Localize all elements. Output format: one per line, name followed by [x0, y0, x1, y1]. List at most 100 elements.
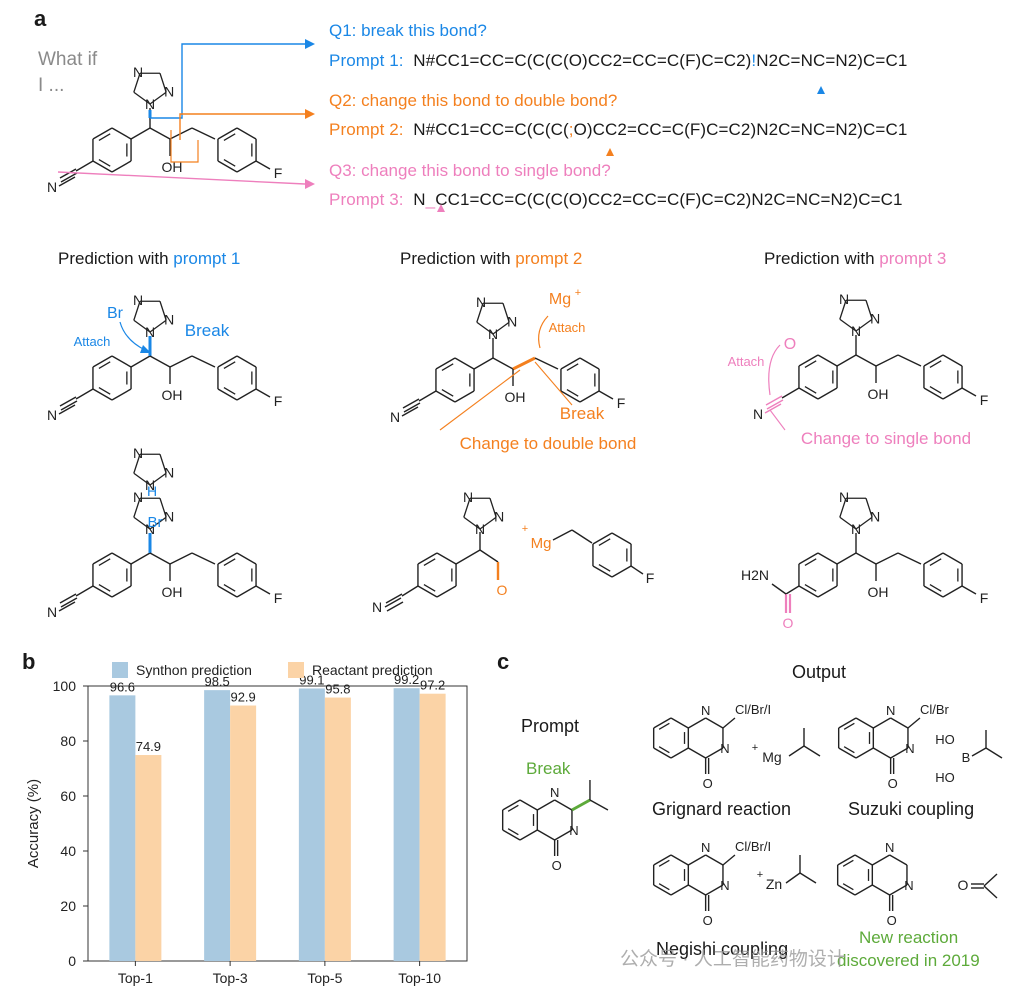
prediction-2-molecule-phenyl-b-edge	[560, 357, 581, 370]
prediction-2-molecule-triazole-n2: N	[476, 294, 486, 310]
prediction-1-molecule-triazole-edge	[133, 319, 151, 333]
prediction-1-molecule-triazole-edge	[133, 301, 141, 321]
y-tick-label: 20	[60, 898, 76, 914]
bar-value-label: 95.8	[325, 682, 350, 697]
panel-label-b: b	[22, 649, 36, 674]
watermark: 公众号 · 人工智能药物设计	[620, 949, 846, 970]
prediction-3-fragment-triazole-edge	[839, 498, 847, 518]
bar-value-label: 99.1	[299, 672, 324, 687]
c-f	[255, 160, 271, 170]
ch2-ring	[191, 552, 216, 565]
nitrile-n: N	[47, 407, 57, 423]
y-tick-label: 80	[60, 733, 76, 749]
prediction-3-molecule-phenyl-b-edge	[942, 354, 963, 367]
nitrile-triple	[402, 398, 420, 409]
prediction-2-molecule-phenyl-a-edge	[454, 357, 475, 370]
prediction-3-fragment-phenyl-a-edge	[798, 585, 819, 598]
amide-o: O	[783, 615, 794, 631]
prediction-prefix-3: Prediction with	[764, 249, 875, 268]
nitrile-triple	[60, 172, 78, 183]
bar-synthon	[109, 695, 136, 961]
prediction-3-fragment-phenyl-b-edge	[942, 552, 963, 565]
prediction-1-fragment-phenyl-a-inner	[98, 584, 111, 592]
nitrile-triple	[59, 168, 77, 179]
break-label-c: Break	[526, 759, 571, 778]
frag2-nitrile-t	[386, 601, 404, 612]
prompt-quinazolinone-o: O	[552, 858, 562, 873]
prompt-quinazolinone-benzo-inner	[507, 804, 519, 812]
y-axis-label: Accuracy (%)	[25, 779, 42, 868]
question-molecule-phenyl-b-inner	[223, 133, 236, 141]
prediction-1-molecule-phenyl-b-edge	[217, 388, 238, 401]
amide-nh2: H2N	[741, 567, 769, 583]
frag2-ch-cho	[479, 549, 499, 563]
question-molecule-phenyl-a-edge	[111, 160, 132, 173]
prediction-2-molecule-triazole-n4: N	[507, 313, 517, 329]
new-reaction-quinazolinone-n1: N	[885, 840, 894, 855]
grignard-quinazolinone-pyrimidine	[705, 717, 724, 729]
ring-ch	[473, 357, 494, 370]
suzuki-quinazolinone-benzo-edge	[838, 747, 857, 759]
prediction-1-molecule-phenyl-b-inner	[223, 387, 236, 395]
fragment-bromine: Br	[148, 514, 163, 531]
free-triazole-ring-edge	[133, 472, 151, 486]
prediction-3-molecule-phenyl-a-edge	[817, 354, 838, 367]
prediction-3-fragment-phenyl-b-inner	[929, 584, 942, 592]
question-molecule-triazole-edge	[133, 73, 141, 93]
frag2-fluoro-ring-edge	[592, 532, 613, 545]
nitrile-triple	[766, 399, 784, 410]
suzuki-ho2: HO	[935, 770, 955, 785]
prediction-2-molecule-phenyl-a-inner	[441, 389, 454, 397]
suzuki-quinazolinone-pyrimidine	[872, 747, 891, 759]
single-leader	[769, 409, 786, 431]
prompt-quinazolinone-benzo-inner	[507, 828, 519, 836]
prediction-3-molecule-triazole-n4: N	[870, 310, 880, 326]
nitrile-n: N	[753, 406, 763, 422]
c-f	[961, 387, 977, 397]
prediction-1-fragment-phenyl-b-edge	[236, 552, 257, 565]
prediction-3-fragment-phenyl-b-edge	[923, 552, 944, 565]
prediction-1-fragment-triazole-n2: N	[133, 489, 143, 505]
negishi-quinazolinone-o: O	[703, 913, 713, 928]
grignard-halogen: Cl/Br/I	[735, 702, 771, 717]
prediction-1-fragment-phenyl-b-inner	[223, 584, 236, 592]
ch-choh	[149, 127, 171, 140]
frag2-fluoro-ring-edge	[592, 565, 613, 578]
prediction-prompt-2: prompt 2	[515, 249, 583, 268]
prompt-2-label: Prompt 2:	[329, 120, 404, 139]
hydroxyl: OH	[505, 389, 526, 405]
ch2-ring	[534, 357, 559, 370]
ring-ch	[130, 552, 151, 565]
box-q2	[170, 130, 199, 163]
amide-bond	[785, 585, 800, 595]
legend-swatch	[112, 662, 128, 678]
prompt-3-smiles-a: N	[413, 190, 426, 209]
prediction-2-molecule-phenyl-a-inner	[441, 363, 454, 371]
change-single-label: Change to single bond	[801, 429, 971, 448]
prediction-3-fragment-phenyl-b-inner	[929, 558, 942, 566]
hydroxyl: OH	[162, 387, 183, 403]
suzuki-quinazolinone-benzo-edge	[855, 717, 874, 729]
break-bond-c	[571, 798, 591, 812]
attach-arrow-2	[538, 315, 549, 349]
question-molecule-triazole-n2: N	[133, 64, 143, 80]
prediction-3-molecule-phenyl-a-inner	[804, 360, 817, 368]
question-molecule-triazole-n1: N	[145, 96, 155, 112]
ch2-ring	[191, 355, 216, 368]
prompt-quinazolinone-n3: N	[569, 823, 578, 838]
bar-reactant	[419, 693, 446, 961]
nitrile-n: N	[47, 604, 57, 620]
free-triazole-ring-n4: N	[164, 464, 174, 480]
prediction-2-molecule-phenyl-b-edge	[560, 390, 581, 403]
fluorine: F	[274, 590, 283, 606]
fluorine: F	[617, 395, 626, 411]
question-molecule-triazole-n4: N	[164, 83, 174, 99]
y-tick-label: 60	[60, 788, 76, 804]
nitrile-bond	[781, 387, 800, 399]
frag2-n: N	[372, 599, 382, 615]
